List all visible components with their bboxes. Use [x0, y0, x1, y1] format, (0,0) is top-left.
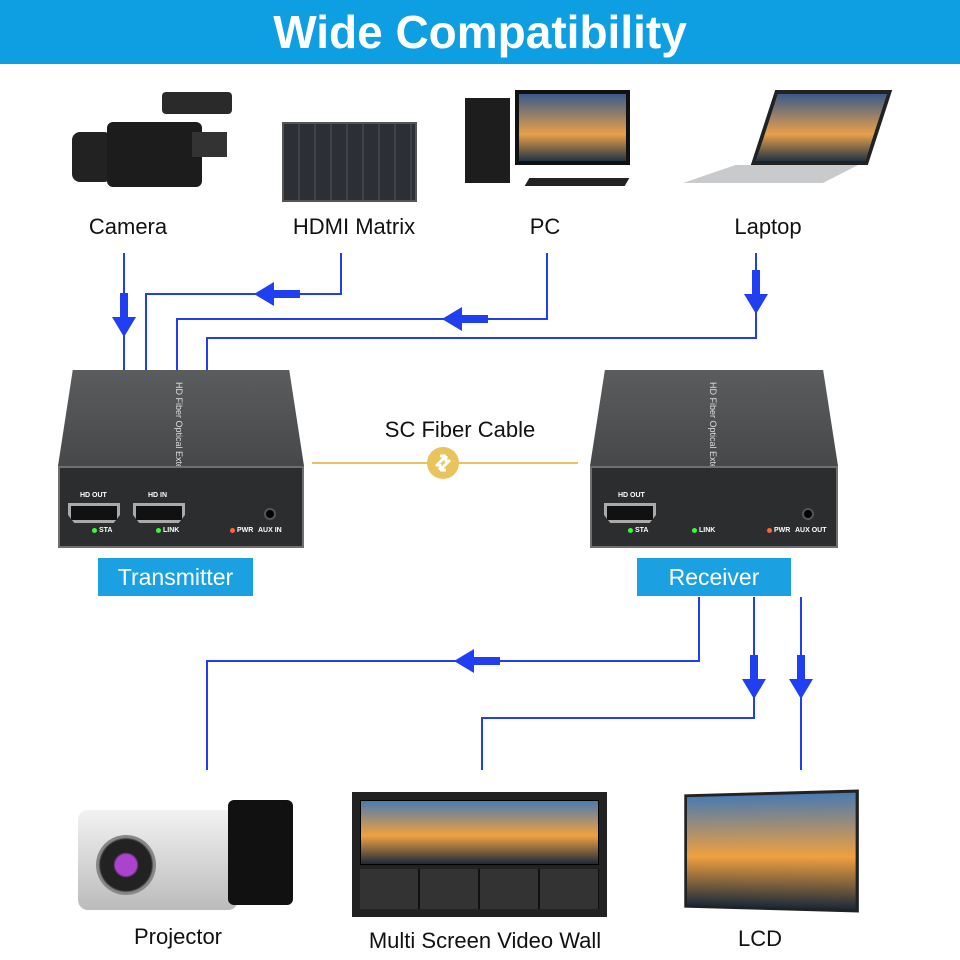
wire-pc: [176, 253, 548, 370]
wire-hdmi-matrix: [145, 253, 342, 370]
arrow-down-icon: [112, 293, 136, 337]
pc-image: [465, 90, 635, 195]
aux-label: AUX IN: [258, 527, 282, 534]
camera-image: [72, 92, 232, 200]
hdmi-port: [68, 503, 120, 523]
video-wall-label: Multi Screen Video Wall: [368, 928, 602, 953]
aux-jack: [802, 508, 814, 520]
laptop-image: [683, 90, 893, 190]
wire-laptop: [206, 253, 757, 370]
sta-label: STA: [99, 527, 113, 534]
sta-label: STA: [635, 527, 649, 534]
arrow-down-icon: [789, 655, 813, 699]
arrow-left-icon: [442, 307, 488, 331]
pwr-label: PWR: [774, 527, 791, 534]
aux-label: AUX OUT: [795, 527, 827, 534]
lcd-image: [684, 789, 859, 913]
arrow-down-icon: [742, 655, 766, 699]
transmitter-label: Transmitter: [98, 558, 253, 596]
link-label: LINK: [163, 527, 180, 534]
wire-projector: [206, 597, 700, 770]
pc-label: PC: [529, 214, 561, 239]
wire-video-wall: [481, 597, 755, 770]
pwr-label: PWR: [237, 527, 254, 534]
arrow-left-icon: [454, 649, 500, 673]
laptop-label: Laptop: [734, 214, 802, 239]
projector-label: Projector: [133, 924, 223, 949]
cable-label: SC Fiber Cable: [384, 417, 536, 442]
receiver-label: Receiver: [637, 558, 791, 596]
fiber-link-icon: [427, 447, 459, 479]
hd-out-label: HD OUT: [80, 492, 107, 499]
camera-label: Camera: [88, 214, 168, 239]
hdmi-port: [133, 503, 185, 523]
transmitter-device: HD Fiber Optical Extender HD OUT HD IN S…: [58, 370, 304, 550]
video-wall-image: [352, 792, 607, 917]
hdmi-matrix-image: [282, 122, 417, 202]
projector-image: [78, 790, 293, 915]
hdmi-matrix-label: HDMI Matrix: [292, 214, 416, 239]
aux-jack: [264, 508, 276, 520]
arrow-left-icon: [254, 282, 300, 306]
arrow-down-icon: [744, 270, 768, 314]
page-title: Wide Compatibility: [0, 0, 960, 64]
hd-out-label: HD OUT: [618, 492, 645, 499]
lcd-label: LCD: [737, 926, 782, 951]
hdmi-port: [604, 503, 656, 523]
receiver-device: HD Fiber Optical Extender HD OUT STA LIN…: [590, 370, 838, 550]
link-label: LINK: [699, 527, 716, 534]
hd-in-label: HD IN: [148, 492, 168, 499]
